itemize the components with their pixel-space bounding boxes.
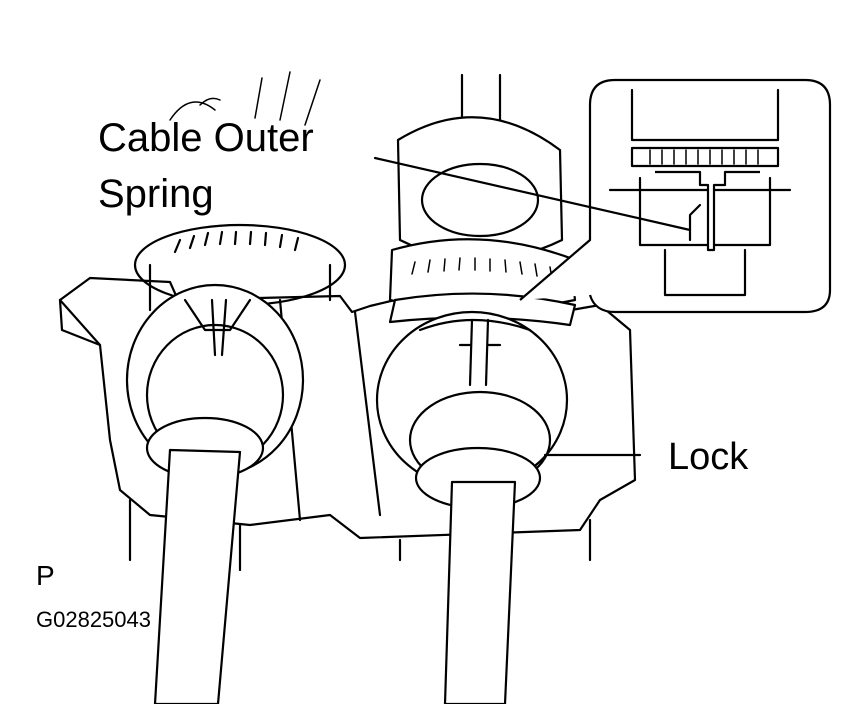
lock-label: Lock [668, 436, 749, 478]
spring-label: Spring [98, 172, 214, 216]
shift-position-label: P [36, 560, 55, 591]
figure-code: G02825043 [36, 607, 151, 632]
sketch-marks [169, 71, 321, 126]
inset-detail [519, 78, 832, 314]
cable-outer-label: Cable Outer [98, 116, 314, 160]
leader-lines [373, 156, 692, 457]
left-cable-socket [125, 223, 347, 704]
cable-outer-leader-line [373, 156, 692, 232]
center-cable-assembly [375, 73, 577, 704]
